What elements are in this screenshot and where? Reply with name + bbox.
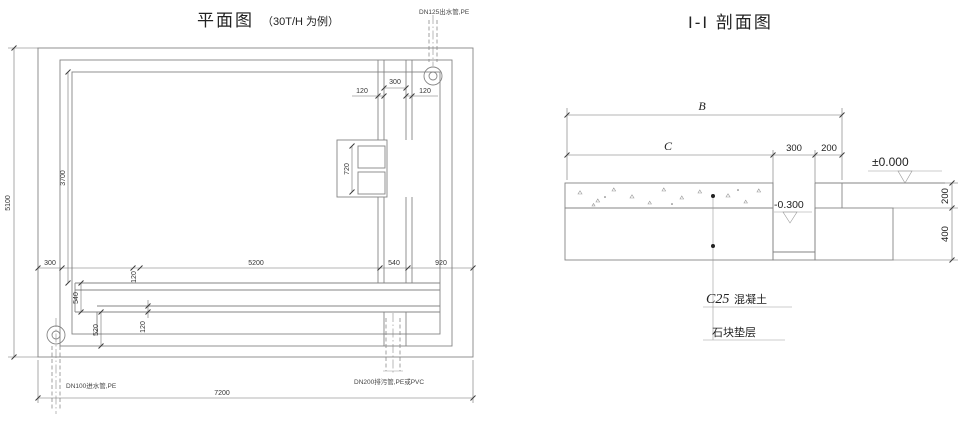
dim-total-height: 5100 xyxy=(5,195,12,211)
elevation-trench: -0.300 xyxy=(774,199,812,224)
dim-step-520: 520 xyxy=(93,324,100,336)
dim-channel-wall-right: 120 xyxy=(419,88,431,95)
dim-inner-120: 120 xyxy=(140,321,147,333)
dim-bottom-920: 920 xyxy=(435,260,447,267)
dim-C: C xyxy=(664,139,673,153)
plan-title-note: （30T/H 为例） xyxy=(262,14,339,28)
sump-structure xyxy=(336,139,388,198)
outlet-pipe-label: DN125出水管,PE xyxy=(419,7,470,16)
outlet-pipe: DN125出水管,PE xyxy=(419,7,470,86)
elevation-trench-label: -0.300 xyxy=(774,199,804,211)
drain-pipe: DN200排污管,PE或PVC xyxy=(354,313,424,386)
dim-bottom-540: 540 xyxy=(388,260,400,267)
dim-sump-720: 720 xyxy=(344,163,351,175)
plan-title: 平面图 xyxy=(197,11,254,30)
concrete-grade-label: C25 xyxy=(706,292,729,307)
section-dimensions: B C 300 200 200 400 xyxy=(564,99,958,263)
drain-pipe-label: DN200排污管,PE或PVC xyxy=(354,377,424,386)
elevation-ground-label: ±0.000 xyxy=(872,155,909,169)
dim-trench-300: 300 xyxy=(786,143,802,154)
elevation-ground: ±0.000 xyxy=(868,155,942,184)
dim-concrete-200: 200 xyxy=(940,188,951,204)
plan-view: 平面图 （30T/H 为例） xyxy=(5,7,476,414)
dim-bottom-5200: 5200 xyxy=(248,260,264,267)
cushion-label: 石块垫层 xyxy=(712,325,756,339)
tank-walls xyxy=(37,47,474,358)
inlet-pipe-label: DN100进水管,PE xyxy=(66,381,117,390)
outlet-channel xyxy=(377,60,413,346)
inlet-pipe: DN100进水管,PE xyxy=(46,318,117,414)
section-view: I-I 剖面图 ±0.000 xyxy=(564,13,958,341)
dim-cushion-400: 400 xyxy=(940,226,951,242)
concrete-label: 混凝土 xyxy=(734,292,767,306)
dim-wall-300: 300 xyxy=(44,260,56,267)
dim-total-width: 7200 xyxy=(214,390,230,397)
dim-wall-200: 200 xyxy=(821,143,837,154)
dim-pool-height: 3700 xyxy=(60,170,67,186)
plan-dimensions: 5100 3700 300 120 5200 540 920 xyxy=(5,45,476,403)
dim-step-540: 540 xyxy=(73,292,80,304)
section-structure xyxy=(564,182,945,261)
dim-B: B xyxy=(698,99,706,113)
dim-channel-width: 300 xyxy=(389,79,401,86)
dim-channel-wall-left: 120 xyxy=(356,88,368,95)
section-title: I-I 剖面图 xyxy=(688,13,773,32)
dim-bottom-120: 120 xyxy=(131,271,138,283)
material-labels: C25 混凝土 石块垫层 xyxy=(703,194,792,341)
